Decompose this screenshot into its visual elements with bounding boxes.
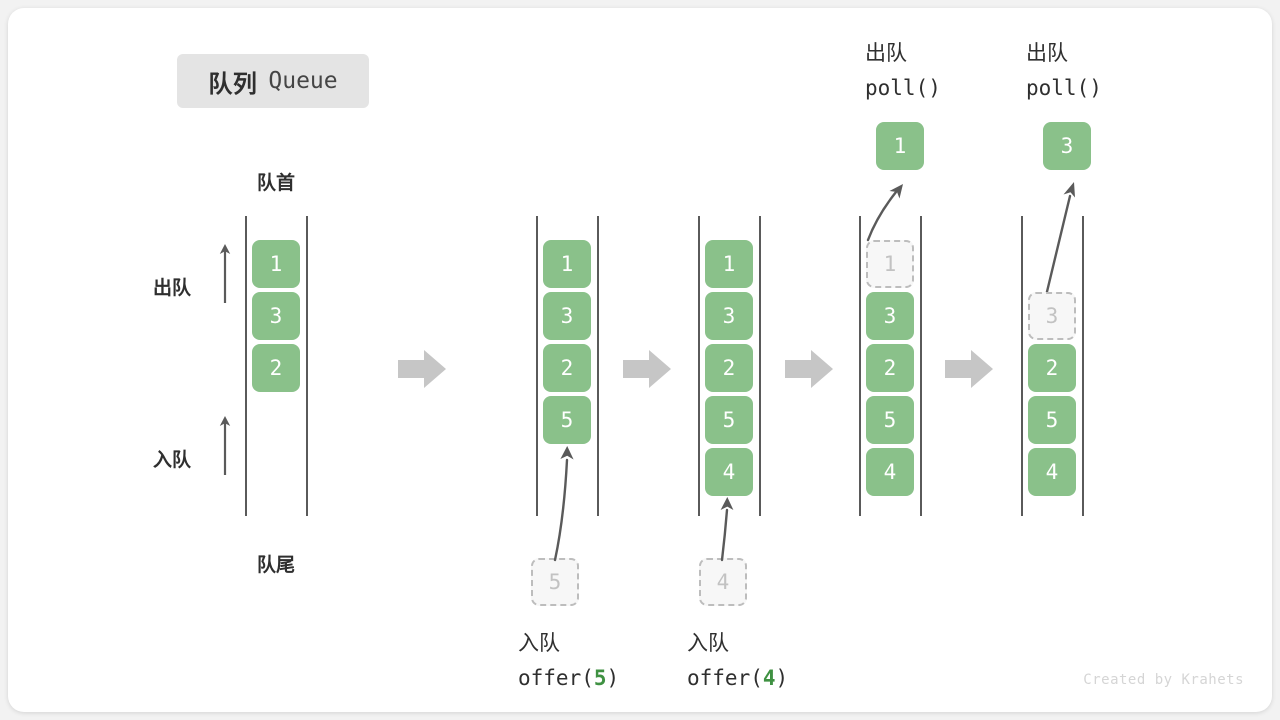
dequeue-arrow-icon: [217, 242, 233, 304]
diagram-title-badge: 队列 Queue: [177, 54, 369, 108]
col3-enqueue-curve-arrow-icon: [698, 490, 768, 562]
col5-element-2: 5: [1028, 396, 1076, 444]
col3-element-1: 3: [705, 292, 753, 340]
col4-dequeue-curve-arrow-icon: [853, 168, 933, 248]
col4-element-2: 2: [866, 344, 914, 392]
diagram-card: 队列 Queue 队首 队尾 出队 入队 1 3 2: [8, 8, 1272, 712]
col3-rail-left: [698, 216, 700, 516]
col3-op-prefix: offer(: [687, 666, 763, 690]
col1-element-0: 1: [252, 240, 300, 288]
col3-op-suffix: ): [775, 666, 789, 690]
col4-rail-left: [859, 216, 861, 516]
col1-element-1: 3: [252, 292, 300, 340]
col1-element-2: 2: [252, 344, 300, 392]
col2-op-number: 5: [593, 666, 607, 690]
step-arrow-2-icon: [623, 348, 673, 390]
col2-operation-label: 入队 offer(5): [518, 626, 619, 696]
col5-element-1: 2: [1028, 344, 1076, 392]
col2-element-1: 3: [543, 292, 591, 340]
col2-operation-cn: 入队: [518, 632, 560, 655]
col3-operation-code: offer(4): [687, 661, 788, 696]
col4-operation-cn: 出队: [865, 42, 907, 65]
col2-rail-left: [536, 216, 538, 516]
col2-rail-right: [597, 216, 599, 516]
queue-head-label: 队首: [256, 173, 295, 194]
col2-element-2: 2: [543, 344, 591, 392]
enqueue-arrow-icon: [217, 414, 233, 476]
col3-element-4: 4: [705, 448, 753, 496]
col5-operation-cn: 出队: [1026, 42, 1068, 65]
col4-rail-right: [920, 216, 922, 516]
col4-operation-label: 出队 poll(): [865, 36, 941, 106]
col3-element-3: 5: [705, 396, 753, 444]
col5-operation-label: 出队 poll(): [1026, 36, 1102, 106]
step-arrow-3-icon: [785, 348, 835, 390]
col3-incoming-ghost-box: 4: [699, 558, 747, 606]
col5-operation-code: poll(): [1026, 76, 1102, 100]
watermark-credit: Created by Krahets: [1083, 672, 1244, 688]
col5-popped-element: 3: [1043, 122, 1091, 170]
dequeue-direction-label: 出队: [153, 278, 192, 299]
col4-element-0-ghost: 1: [866, 240, 914, 288]
step-arrow-4-icon: [945, 348, 995, 390]
col3-op-number: 4: [762, 666, 776, 690]
queue-tail-label: 队尾: [256, 555, 295, 576]
diagram-title-en: Queue: [268, 68, 338, 94]
col2-op-prefix: offer(: [518, 666, 594, 690]
col5-dequeue-curve-arrow-icon: [1023, 168, 1113, 308]
col4-element-3: 5: [866, 396, 914, 444]
col3-operation-cn: 入队: [687, 632, 729, 655]
col5-rail-right: [1082, 216, 1084, 516]
col3-element-0: 1: [705, 240, 753, 288]
col4-popped-element: 1: [876, 122, 924, 170]
col3-element-2: 2: [705, 344, 753, 392]
col5-element-0-ghost: 3: [1028, 292, 1076, 340]
col2-enqueue-curve-arrow-icon: [528, 438, 598, 563]
col1-rail-left: [245, 216, 247, 516]
col3-rail-right: [759, 216, 761, 516]
col5-rail-left: [1021, 216, 1023, 516]
col4-element-1: 3: [866, 292, 914, 340]
col2-op-suffix: ): [606, 666, 620, 690]
enqueue-direction-label: 入队: [153, 450, 192, 471]
col2-element-0: 1: [543, 240, 591, 288]
diagram-title-cn: 队列: [208, 70, 258, 98]
col2-element-3: 5: [543, 396, 591, 444]
col2-operation-code: offer(5): [518, 661, 619, 696]
col1-rail-right: [306, 216, 308, 516]
col4-element-4: 4: [866, 448, 914, 496]
col4-operation-code: poll(): [865, 76, 941, 100]
col5-element-3: 4: [1028, 448, 1076, 496]
col2-incoming-ghost-box: 5: [531, 558, 579, 606]
step-arrow-1-icon: [398, 348, 448, 390]
col3-operation-label: 入队 offer(4): [687, 626, 788, 696]
